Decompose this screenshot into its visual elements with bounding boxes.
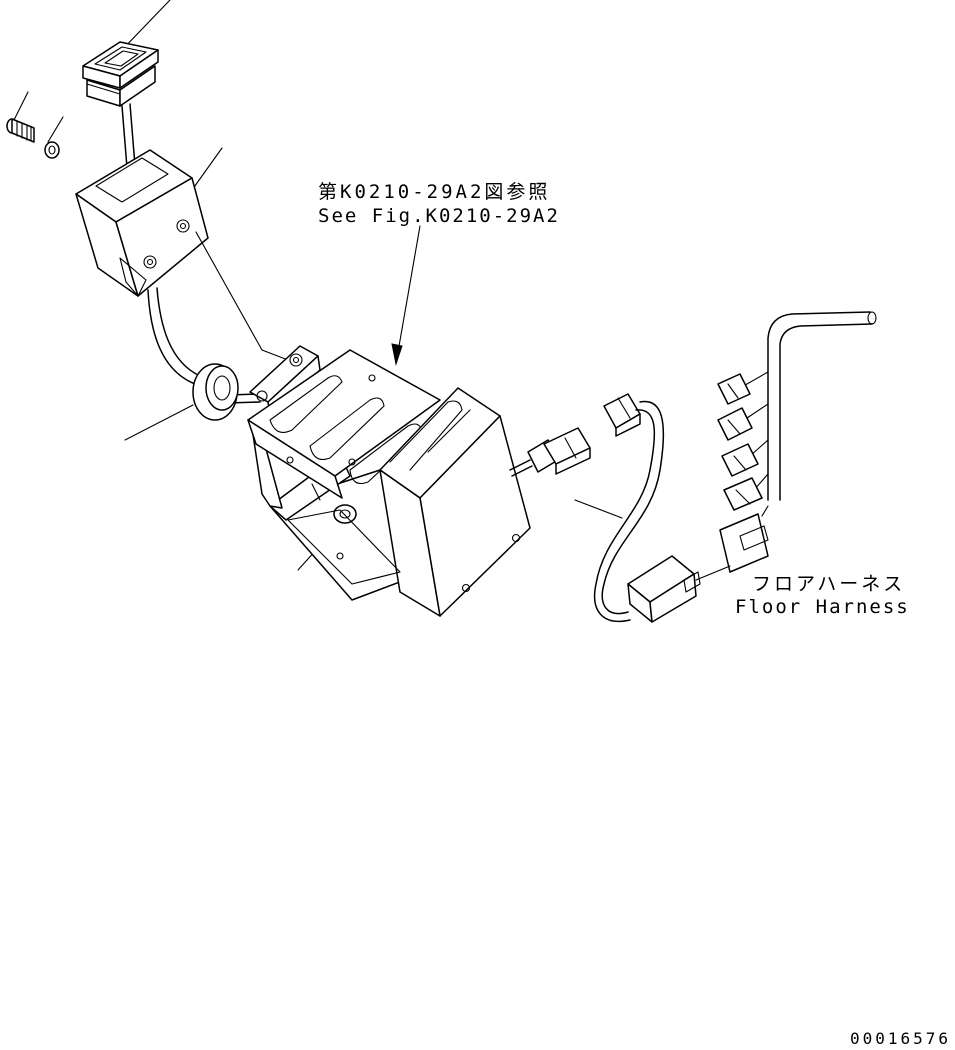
- guide-line: [195, 231, 289, 361]
- harness-connector-2: [717, 407, 753, 441]
- reference-arrow: [391, 225, 421, 366]
- harness-connector-4: [723, 477, 763, 511]
- floor-harness-bundle: [695, 311, 877, 581]
- harness-main-connector: [719, 513, 769, 573]
- rocker-switch: [82, 41, 159, 107]
- inline-connector: [509, 427, 591, 477]
- bolt: [6, 118, 35, 143]
- drawing-number: 00016576: [849, 1029, 951, 1048]
- grommet: [192, 363, 239, 421]
- harness-connector-1: [717, 373, 751, 405]
- harness-connector-3: [721, 443, 759, 477]
- figure-reference-jp: 第K0210-29A2図参照: [318, 181, 551, 203]
- floor-harness-label-jp: フロアハーネス: [752, 573, 906, 595]
- harness-loop: [593, 393, 701, 623]
- switch-bracket: [75, 149, 209, 297]
- main-mount-box: [247, 349, 531, 617]
- floor-harness-label-en: Floor Harness: [735, 596, 910, 618]
- figure-reference-en: See Fig.K0210-29A2: [318, 205, 560, 227]
- washer: [44, 141, 60, 159]
